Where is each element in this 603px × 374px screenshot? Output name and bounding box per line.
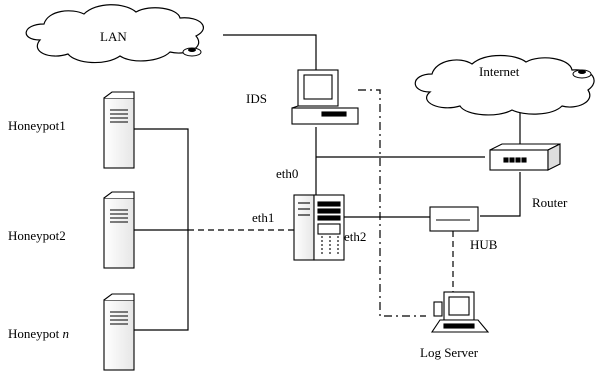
- hub-label: HUB: [470, 237, 498, 252]
- honeypot-n-label-italic: n: [63, 326, 70, 341]
- router-led: [515, 157, 521, 163]
- router-led: [509, 157, 515, 163]
- laptop-key-strip: [443, 323, 475, 329]
- eth0-label: eth0: [276, 166, 298, 181]
- link-lan-ids: [223, 34, 317, 70]
- eth2-label: eth2: [344, 229, 366, 244]
- router-label: Router: [532, 195, 568, 210]
- tower-body: [103, 197, 135, 269]
- tower-top: [103, 191, 135, 199]
- connections: [134, 34, 521, 331]
- firewall-bay: [317, 208, 341, 214]
- honeypot-n-label-prefix: Honeypot: [8, 326, 63, 341]
- lan-label: LAN: [100, 29, 127, 44]
- ids-edge: [291, 105, 299, 109]
- honeypot-n-label: Honeypot n: [8, 326, 69, 341]
- cloud-link-symbol: [578, 70, 586, 74]
- eth1-label: eth1: [252, 210, 274, 225]
- honeypot-n-server-icon: [103, 293, 135, 371]
- firewall-server-icon: [293, 194, 345, 261]
- log-server-laptop-icon: [430, 291, 490, 333]
- firewall-bay: [317, 201, 341, 207]
- link-router-hub: [480, 172, 521, 217]
- honeypot1-server-icon: [103, 91, 135, 169]
- hub-icon: [429, 206, 479, 232]
- internet-cloud: Internet: [414, 54, 595, 116]
- honeypot2-server-icon: [103, 191, 135, 269]
- router-side: [547, 143, 561, 171]
- hub-body: [429, 206, 479, 232]
- honeypot1-label: Honeypot1: [8, 118, 66, 133]
- ids-label: IDS: [246, 91, 267, 106]
- honeypot2-label: Honeypot2: [8, 228, 66, 243]
- firewall-panel: [317, 223, 341, 235]
- tower-body: [103, 299, 135, 371]
- router-led: [503, 157, 509, 163]
- link-ids-logserver: [358, 89, 426, 317]
- ids-drive: [321, 111, 347, 117]
- ids-computer-icon: [291, 69, 359, 125]
- cloud-shape: [414, 54, 595, 116]
- tower-top: [103, 91, 135, 99]
- internet-label: Internet: [479, 64, 520, 79]
- router-led: [521, 157, 527, 163]
- log-server-label: Log Server: [420, 345, 479, 360]
- firewall-left-body: [293, 194, 315, 261]
- laptop-hinge: [433, 301, 443, 317]
- tower-body: [103, 97, 135, 169]
- laptop-display: [448, 296, 470, 316]
- firewall-bay: [317, 215, 341, 221]
- lan-cloud: LAN: [25, 4, 204, 64]
- ids-screen: [303, 74, 333, 100]
- cloud-link-symbol: [188, 48, 196, 52]
- cloud-shape: [25, 4, 204, 64]
- tower-top: [103, 293, 135, 301]
- router-icon: [489, 143, 561, 171]
